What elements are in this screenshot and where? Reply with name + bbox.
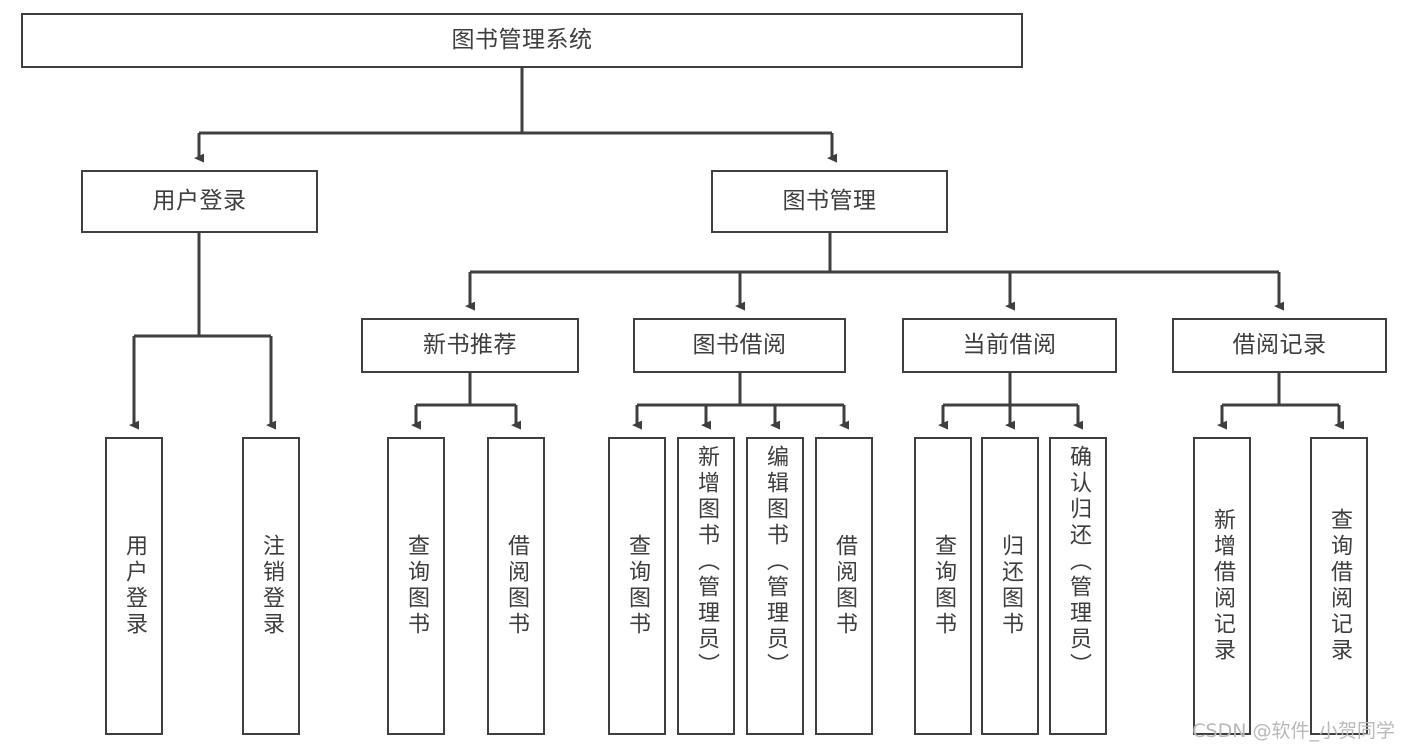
leaf-record-add-label: 新增借阅记录 bbox=[1210, 508, 1235, 664]
leaf-newbook-query-book[interactable]: 查询图书 bbox=[387, 437, 445, 735]
leaf-record-query-label: 查询借阅记录 bbox=[1327, 508, 1352, 664]
leaf-current-confirm-return-label: 确认归还（管理员） bbox=[1066, 445, 1091, 679]
node-root-label: 图书管理系统 bbox=[451, 26, 593, 53]
node-book-management-label: 图书管理 bbox=[782, 187, 877, 214]
node-new-book-recommend-label: 新书推荐 bbox=[423, 331, 517, 358]
leaf-borrow-query-book-label: 查询图书 bbox=[625, 534, 650, 638]
leaf-borrow-edit-book-label: 编辑图书（管理员） bbox=[763, 445, 788, 679]
node-user-login[interactable]: 用户登录 bbox=[81, 170, 318, 233]
leaf-borrow-borrow-book-label: 借阅图书 bbox=[832, 534, 857, 638]
node-new-book-recommend[interactable]: 新书推荐 bbox=[361, 318, 579, 373]
node-borrow-record-label: 借阅记录 bbox=[1232, 331, 1327, 358]
node-book-borrow[interactable]: 图书借阅 bbox=[633, 318, 846, 373]
node-user-login-label: 用户登录 bbox=[152, 187, 247, 214]
leaf-user-login[interactable]: 用户登录 bbox=[105, 437, 163, 735]
leaf-current-return-book-label: 归还图书 bbox=[998, 534, 1023, 638]
node-current-borrow[interactable]: 当前借阅 bbox=[902, 318, 1117, 373]
leaf-current-confirm-return[interactable]: 确认归还（管理员） bbox=[1049, 437, 1107, 735]
leaf-current-query-book-label: 查询图书 bbox=[931, 534, 956, 638]
node-current-borrow-label: 当前借阅 bbox=[962, 331, 1057, 358]
leaf-current-return-book[interactable]: 归还图书 bbox=[981, 437, 1039, 735]
node-book-management[interactable]: 图书管理 bbox=[711, 170, 948, 233]
leaf-logout[interactable]: 注销登录 bbox=[242, 437, 300, 735]
node-book-borrow-label: 图书借阅 bbox=[692, 331, 787, 358]
leaf-logout-label: 注销登录 bbox=[259, 534, 284, 638]
leaf-borrow-borrow-book[interactable]: 借阅图书 bbox=[815, 437, 873, 735]
leaf-newbook-query-book-label: 查询图书 bbox=[404, 534, 429, 638]
watermark: CSDN @软件_小贺同学 bbox=[1192, 720, 1395, 742]
node-root[interactable]: 图书管理系统 bbox=[21, 13, 1023, 68]
leaf-newbook-borrow-book-label: 借阅图书 bbox=[504, 534, 529, 638]
leaf-current-query-book[interactable]: 查询图书 bbox=[914, 437, 972, 735]
leaf-record-query[interactable]: 查询借阅记录 bbox=[1310, 437, 1368, 735]
leaf-borrow-add-book[interactable]: 新增图书（管理员） bbox=[677, 437, 735, 735]
node-borrow-record[interactable]: 借阅记录 bbox=[1172, 318, 1387, 373]
leaf-borrow-edit-book[interactable]: 编辑图书（管理员） bbox=[746, 437, 804, 735]
leaf-borrow-add-book-label: 新增图书（管理员） bbox=[694, 445, 719, 679]
leaf-user-login-label: 用户登录 bbox=[122, 534, 147, 638]
leaf-record-add[interactable]: 新增借阅记录 bbox=[1193, 437, 1251, 735]
leaf-borrow-query-book[interactable]: 查询图书 bbox=[608, 437, 666, 735]
leaf-newbook-borrow-book[interactable]: 借阅图书 bbox=[487, 437, 545, 735]
